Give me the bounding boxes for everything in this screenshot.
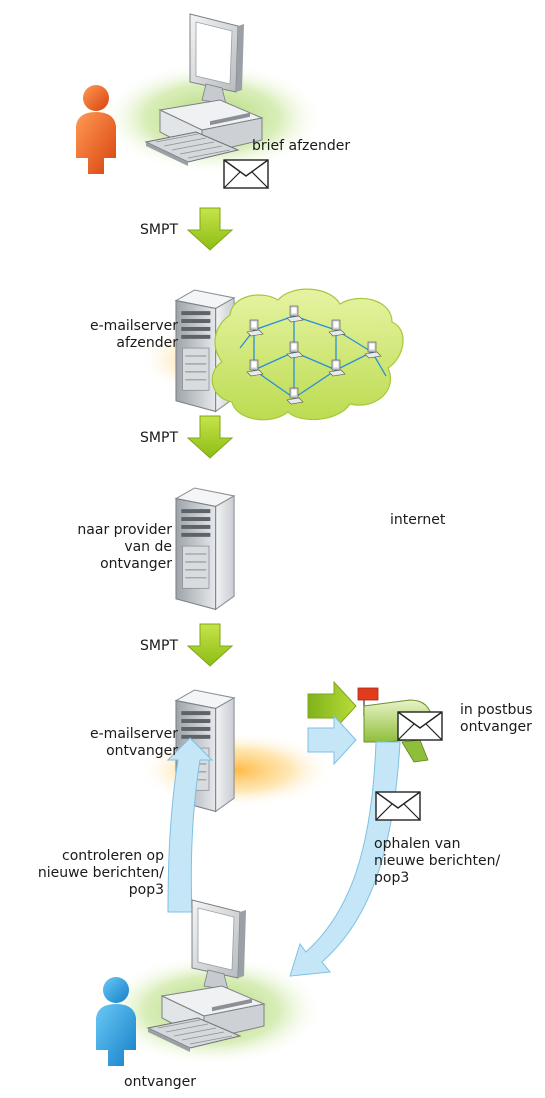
- envelope-icon: [397, 711, 443, 741]
- curved-arrow-icon: [289, 741, 401, 977]
- mailbox-label: in postbus ontvanger: [460, 702, 533, 736]
- provider-label: naar provider van de ontvanger: [20, 522, 172, 573]
- label-line: nieuwe berichten/: [37, 865, 164, 881]
- mailserver-recipient-label: e-mailserver ontvanger: [40, 726, 178, 760]
- envelope-icon: [223, 159, 269, 189]
- arrow-down-icon: [187, 623, 233, 667]
- arrow-right-icon: [307, 714, 357, 766]
- envelope-icon: [375, 791, 421, 821]
- internet-label: internet: [390, 512, 446, 528]
- label-line: pop3: [128, 882, 164, 898]
- arrow-right-icon: [307, 680, 357, 732]
- curved-arrow-icon: [166, 737, 214, 913]
- provider-server: [175, 487, 235, 611]
- recipient-workstation: [96, 899, 324, 1066]
- mailserver-sender-label: e-mailserver afzender: [40, 318, 178, 352]
- label-line: nieuwe berichten/: [374, 853, 501, 869]
- recipient-label: ontvanger: [124, 1074, 196, 1090]
- label-line: controleren op: [62, 848, 164, 864]
- sender-workstation: [76, 13, 324, 189]
- label-line: ontvanger: [100, 556, 172, 572]
- sender-label: brief afzender: [252, 138, 351, 154]
- server-tower-icon: [175, 487, 235, 611]
- fetch-label: ophalen van nieuwe berichten/ pop3: [374, 836, 500, 887]
- check-label: controleren op nieuwe berichten/ pop3: [10, 848, 164, 899]
- protocol-label-2: SMPT: [140, 430, 178, 446]
- internet-cloud: [211, 288, 404, 421]
- label-line: naar provider: [77, 522, 172, 538]
- label-line: e-mailserver: [90, 318, 178, 334]
- protocol-label-1: SMPT: [140, 222, 178, 238]
- arrow-down-icon: [187, 207, 233, 251]
- label-line: ontvanger: [106, 743, 178, 759]
- label-line: van de: [124, 539, 172, 555]
- label-line: ophalen van: [374, 836, 461, 852]
- label-line: afzender: [116, 335, 178, 351]
- label-line: e-mailserver: [90, 726, 178, 742]
- mailbox: [357, 687, 443, 763]
- label-line: ontvanger: [460, 719, 532, 735]
- protocol-label-3: SMPT: [140, 638, 178, 654]
- label-line: pop3: [374, 870, 410, 886]
- label-line: in postbus: [460, 702, 533, 718]
- cloud-network-icon: [211, 288, 404, 421]
- arrow-down-icon: [187, 415, 233, 459]
